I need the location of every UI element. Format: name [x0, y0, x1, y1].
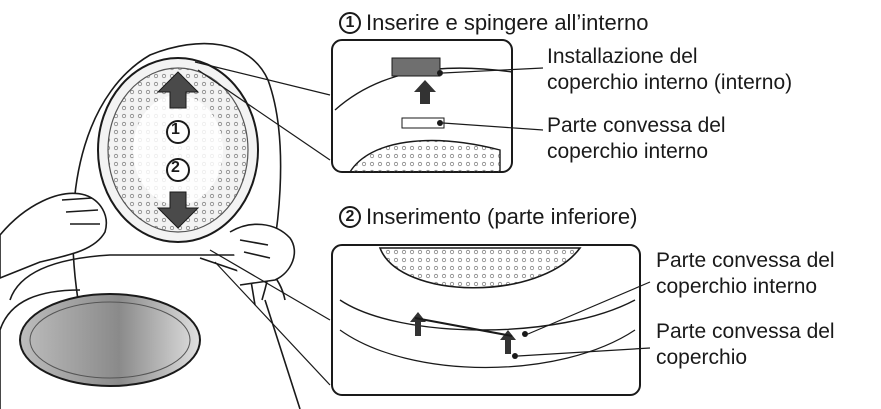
callout-line: Parte convessa del: [656, 249, 835, 272]
arrow-down-icon: [156, 191, 200, 229]
marker-1-label: 1: [171, 121, 180, 138]
callout-line: Parte convessa del: [656, 320, 835, 343]
hands: [0, 192, 296, 286]
step-1-number: 1: [339, 12, 361, 34]
step-2-title: Inserimento (parte inferiore): [366, 204, 638, 229]
zoom-lines: [194, 61, 331, 386]
inner-pot: [19, 293, 201, 387]
callout-inner-lid-installation: Installazione del coperchio interno (int…: [547, 44, 792, 96]
callout-inner-lid-convex-top: Parte convessa del coperchio interno: [547, 113, 726, 165]
callout-line: Installazione del: [547, 45, 698, 68]
callout-lid-convex: Parte convessa del coperchio: [656, 319, 835, 371]
step-2-number: 2: [339, 206, 361, 228]
step-1-heading: 1 Inserire e spingere all’interno: [339, 10, 649, 36]
marker-circle-2: [166, 158, 190, 182]
arrow-up-icon: [156, 71, 200, 109]
callout-line: coperchio interno (interno): [547, 71, 793, 94]
marker-2-label: 2: [171, 159, 180, 176]
callout-inner-lid-convex-bottom: Parte convessa del coperchio interno: [656, 248, 835, 300]
inner-lid: [97, 57, 259, 243]
step-1-title: Inserire e spingere all’interno: [366, 10, 649, 35]
detail-box-bottom: [331, 244, 641, 396]
callout-line: Parte convessa del: [547, 114, 726, 137]
callout-line: coperchio interno: [547, 140, 709, 163]
detail-box-top: [331, 39, 513, 173]
leader-lines: [442, 67, 651, 357]
callout-line: coperchio: [656, 346, 748, 369]
marker-circle-1: [166, 120, 190, 144]
step-2-heading: 2 Inserimento (parte inferiore): [339, 204, 637, 230]
callout-line: coperchio interno: [656, 275, 818, 298]
